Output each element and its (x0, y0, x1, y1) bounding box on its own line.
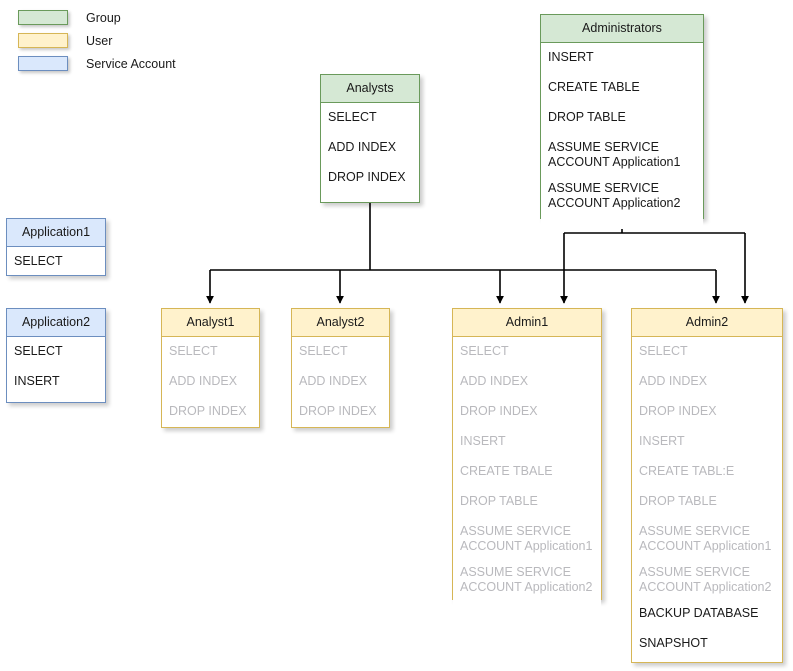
node-admin1-permissions: SELECT ADD INDEX DROP INDEX INSERT CREATE TB… (453, 337, 601, 613)
node-admin1-title: Admin1 (453, 309, 601, 337)
node-analysts[interactable]: Analysts SELECT ADD INDEX DROP INDEX (320, 74, 420, 203)
node-admin2[interactable]: Admin2 SELECT ADD INDEX DROP INDEX INSERT CR… (631, 308, 783, 663)
node-application1-permissions: SELECT (7, 247, 105, 275)
legend-swatch-group (18, 10, 68, 25)
permission-item: SELECT (639, 344, 688, 358)
permission-item: ASSUME SERVICE ACCOUNT Application1 (460, 524, 593, 553)
permission-item: ASSUME SERVICE ACCOUNT Application1 (548, 140, 681, 169)
permission-item: DROP TABLE (548, 110, 626, 124)
permission-item: ASSUME SERVICE ACCOUNT Application2 (639, 565, 772, 594)
node-admin2-permissions: SELECT ADD INDEX DROP INDEX INSERT CREATE TA… (632, 337, 782, 657)
legend-item-group: Group (18, 6, 176, 29)
permission-item: ADD INDEX (169, 374, 238, 388)
node-application2-permissions: SELECT INSERT (7, 337, 105, 395)
permission-item: ASSUME SERVICE ACCOUNT Application1 (639, 524, 772, 553)
permission-item: DROP TABLE (639, 494, 717, 508)
node-admin2-title: Admin2 (632, 309, 782, 337)
permission-item: DROP INDEX (299, 404, 377, 418)
permission-item: ASSUME SERVICE ACCOUNT Application2 (548, 181, 681, 210)
legend-item-user: User (18, 29, 176, 52)
legend-item-service-account: Service Account (18, 52, 176, 75)
node-analyst1-title: Analyst1 (162, 309, 259, 337)
legend-label-service-account: Service Account (86, 56, 176, 71)
node-administrators-permissions: INSERT CREATE TABLE DROP TABLE ASSUME SERVI… (541, 43, 703, 229)
permission-item: SELECT (328, 110, 377, 124)
legend-label-user: User (86, 33, 113, 48)
permission-item: SELECT (14, 344, 63, 358)
node-administrators[interactable]: Administrators INSERT CREATE TABLE DROP TA… (540, 14, 704, 229)
permission-item: INSERT (639, 434, 685, 448)
node-application1[interactable]: Application1 SELECT (6, 218, 106, 276)
permission-item: CREATE TABLE (548, 80, 640, 94)
permission-item: BACKUP DATABASE (639, 606, 759, 620)
permission-item: CREATE TABL:E (639, 464, 735, 478)
permission-item: ADD INDEX (460, 374, 529, 388)
node-application2-title: Application2 (7, 309, 105, 337)
permission-item: ADD INDEX (328, 140, 397, 154)
legend-swatch-user (18, 33, 68, 48)
permission-item: INSERT (460, 434, 506, 448)
legend-label-group: Group (86, 10, 121, 25)
permission-item: DROP TABLE (460, 494, 538, 508)
permission-item: CREATE TBALE (460, 464, 553, 478)
permission-item: SELECT (460, 344, 509, 358)
node-analysts-permissions: SELECT ADD INDEX DROP INDEX (321, 103, 419, 191)
node-analyst2[interactable]: Analyst2 SELECT ADD INDEX DROP INDEX (291, 308, 390, 428)
node-analyst2-title: Analyst2 (292, 309, 389, 337)
legend-swatch-service-account (18, 56, 68, 71)
edge-administrators-bus (560, 219, 749, 304)
node-admin1[interactable]: Admin1 SELECT ADD INDEX DROP INDEX INSERT CR… (452, 308, 602, 613)
permission-item: SELECT (299, 344, 348, 358)
permission-item: SELECT (14, 254, 63, 268)
permission-item: ADD INDEX (639, 374, 708, 388)
permission-item: DROP INDEX (169, 404, 247, 418)
permission-item: SELECT (169, 344, 218, 358)
node-analysts-title: Analysts (321, 75, 419, 103)
permission-item: DROP INDEX (328, 170, 406, 184)
permission-item: INSERT (548, 50, 594, 64)
node-analyst1-permissions: SELECT ADD INDEX DROP INDEX (162, 337, 259, 425)
node-analyst2-permissions: SELECT ADD INDEX DROP INDEX (292, 337, 389, 425)
node-application1-title: Application1 (7, 219, 105, 247)
node-administrators-title: Administrators (541, 15, 703, 43)
permission-item: DROP INDEX (639, 404, 717, 418)
permission-item: SNAPSHOT (639, 636, 708, 650)
node-application2[interactable]: Application2 SELECT INSERT (6, 308, 106, 403)
permission-item: ASSUME SERVICE ACCOUNT Application2 (460, 565, 593, 594)
legend: Group User Service Account (18, 6, 176, 75)
permission-item: INSERT (14, 374, 60, 388)
permission-item: DROP INDEX (460, 404, 538, 418)
node-analyst1[interactable]: Analyst1 SELECT ADD INDEX DROP INDEX (161, 308, 260, 428)
permission-item: ADD INDEX (299, 374, 368, 388)
